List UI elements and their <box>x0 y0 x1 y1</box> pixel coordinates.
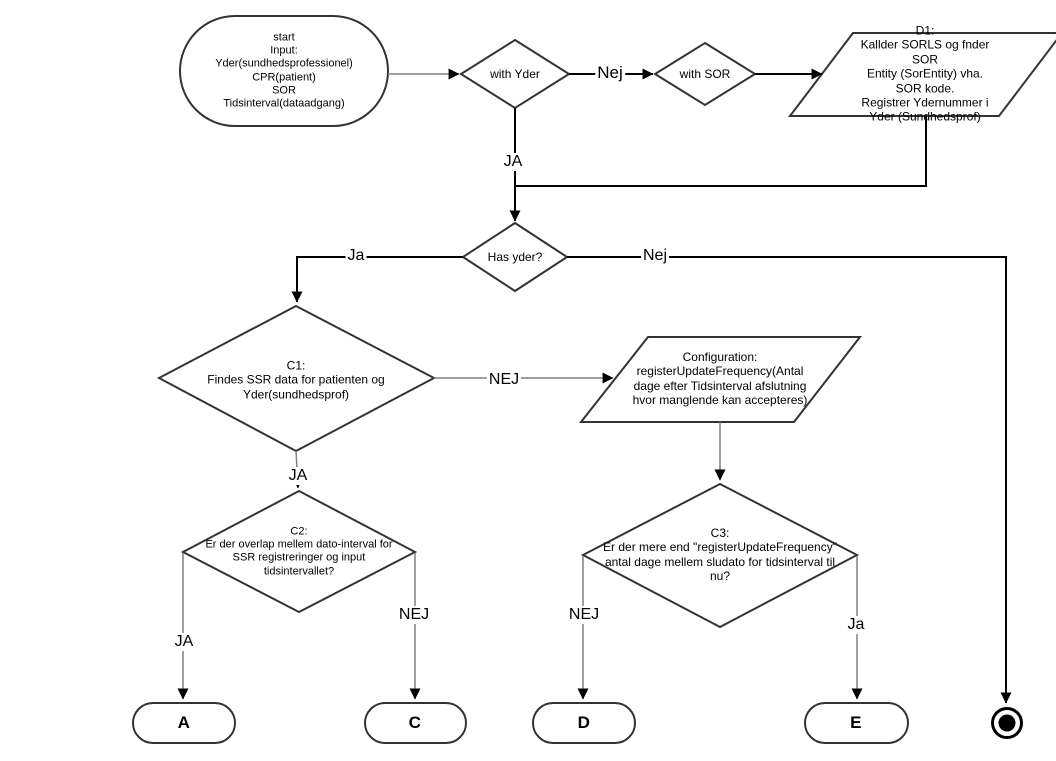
edge-has-yder-nej-to-end <box>567 256 1012 704</box>
c3-decision-shape <box>580 482 860 629</box>
terminal-e-shape <box>804 702 909 744</box>
edge-d1-to-merge <box>515 116 927 187</box>
start-node-shape <box>179 15 389 127</box>
d1-process-shape <box>787 32 1056 117</box>
with-sor-decision-shape <box>653 41 757 107</box>
terminal-c-shape <box>364 702 467 744</box>
c2-decision-shape <box>180 489 418 614</box>
edge-has-yder-ja-to-c1 <box>291 256 463 303</box>
end-node-outer-circle <box>991 707 1023 739</box>
terminal-d-shape <box>532 702 636 744</box>
c1-decision-shape <box>156 304 437 453</box>
has-yder-decision-shape <box>461 221 569 293</box>
with-yder-decision-shape <box>459 38 571 110</box>
end-node-inner-circle <box>998 714 1016 732</box>
edge-c1-ja-to-c2 <box>291 450 303 489</box>
configuration-shape <box>578 336 863 423</box>
terminal-a-shape <box>132 702 236 744</box>
